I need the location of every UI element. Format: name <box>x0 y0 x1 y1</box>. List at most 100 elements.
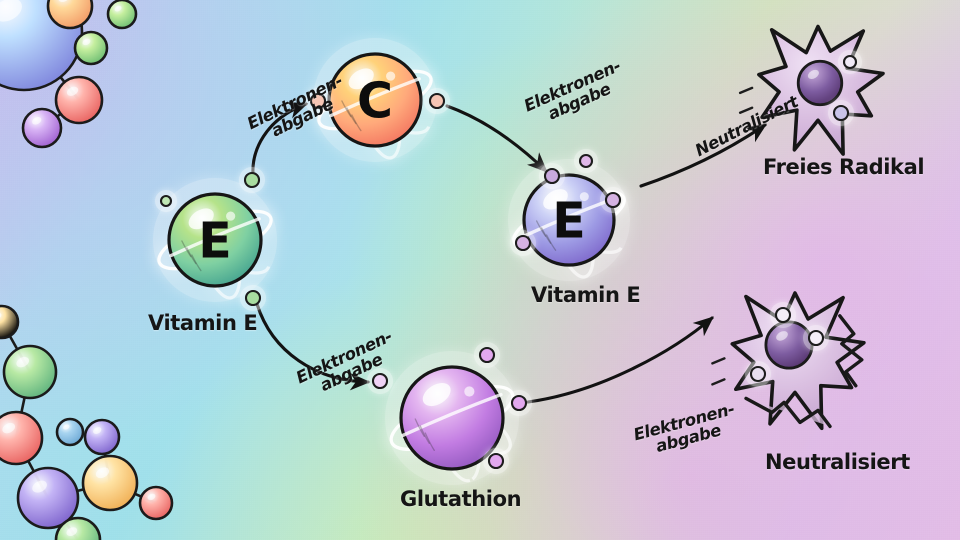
arrow-flow-e-to-glutathion <box>255 302 371 391</box>
sphere-sheen <box>401 392 503 438</box>
radical-core <box>796 59 844 107</box>
atom-highlight <box>66 527 78 537</box>
sphere-highlight-dot <box>226 211 236 221</box>
arrow-flow-glutathion-to-radical <box>526 316 714 404</box>
node-label-glutathion: Glutathion <box>400 487 522 511</box>
radical-shard-bottom <box>744 396 832 429</box>
sphere-shading <box>545 234 557 251</box>
sphere-shading <box>191 254 202 272</box>
sphere-highlight <box>543 189 568 210</box>
node-glutathion[interactable] <box>367 342 532 486</box>
electron-dot[interactable] <box>578 153 594 169</box>
molecule-atom <box>0 304 20 340</box>
decor-molecule-cluster <box>0 0 138 149</box>
flow-arrow-path <box>255 302 371 391</box>
decor-molecule-cluster <box>0 304 174 540</box>
electron-dot[interactable] <box>604 191 622 209</box>
atom-highlight <box>66 86 79 96</box>
node-label-neutralized-radical: Neutralisiert <box>765 450 910 474</box>
electron-dot[interactable] <box>543 167 561 185</box>
radical-core-highlight <box>807 69 819 79</box>
molecule-atom <box>81 454 139 512</box>
flow-arrow-path <box>639 123 768 188</box>
atom-highlight <box>82 38 91 46</box>
radical-spark <box>711 378 726 386</box>
node-vitamin-e-blue[interactable] <box>507 149 631 282</box>
node-label-vitamin-e-blue: Vitamin E <box>531 283 641 307</box>
sphere-shading <box>535 220 547 237</box>
sphere-shading <box>424 432 435 452</box>
sphere-sheen <box>169 217 261 258</box>
sphere-shading <box>351 114 362 132</box>
radical-core-highlight <box>776 331 788 341</box>
molecule-atom <box>21 107 63 149</box>
molecule-atom <box>46 0 94 30</box>
node-label-free-radical: Freies Radikal <box>763 155 925 179</box>
electron-dot[interactable] <box>428 92 446 110</box>
sphere-letter-vitamin-e-blue: E <box>552 192 586 250</box>
flow-arrow-path <box>445 104 548 173</box>
atom-highlight <box>32 116 42 125</box>
electron-dot[interactable] <box>371 372 389 390</box>
electron-dot[interactable] <box>478 346 496 364</box>
atom-highlight <box>63 424 70 430</box>
molecule-atom <box>83 418 121 456</box>
atom-highlight <box>95 467 110 479</box>
sphere-highlight-dot <box>386 71 396 81</box>
atom-highlight <box>32 480 47 493</box>
arrow-flow-neutralisiert <box>639 123 768 188</box>
sphere-shading <box>181 240 192 258</box>
radical-spark <box>711 357 726 365</box>
electron-dot[interactable] <box>774 306 792 324</box>
sphere-highlight <box>188 208 214 230</box>
sphere-letter-vitamin-c: C <box>357 72 393 130</box>
sphere-shading <box>341 100 352 118</box>
flow-arrow-path <box>526 316 714 404</box>
node-vitamin-c[interactable] <box>305 37 450 163</box>
sphere-highlight <box>422 382 451 407</box>
molecule-atom <box>73 30 109 66</box>
sphere-shading <box>419 425 430 445</box>
electron-dot[interactable] <box>842 54 858 70</box>
atom-highlight <box>2 422 16 434</box>
sphere-sheen <box>329 77 421 118</box>
atom-highlight <box>16 356 30 368</box>
arrow-flow-c-to-e-blue <box>445 104 548 173</box>
sphere-highlight-dot <box>579 192 589 202</box>
radical-shard-right <box>838 314 864 388</box>
node-label-vitamin-e-green: Vitamin E <box>148 311 258 335</box>
electron-dot[interactable] <box>832 104 850 122</box>
sphere-shading <box>540 227 552 244</box>
electron-dot[interactable] <box>159 194 173 208</box>
node-free-radical[interactable] <box>738 24 885 156</box>
molecule-atom <box>106 0 138 30</box>
sphere-shading <box>186 247 197 265</box>
molecule-atom <box>2 344 58 400</box>
electron-dot[interactable] <box>510 394 528 412</box>
radical-spark <box>738 106 754 114</box>
sphere-highlight <box>348 68 374 90</box>
molecule-atom <box>55 417 85 447</box>
electron-dot[interactable] <box>807 329 825 347</box>
electron-dot[interactable] <box>244 289 262 307</box>
electron-dot[interactable] <box>243 171 261 189</box>
sphere-shading <box>414 418 425 438</box>
electron-dot[interactable] <box>487 452 505 470</box>
atom-highlight <box>114 5 122 12</box>
molecule-atom <box>54 75 104 125</box>
node-vitamin-e-green[interactable] <box>152 167 278 311</box>
molecule-atom <box>16 466 80 530</box>
sphere-shading <box>346 107 357 125</box>
electron-dot[interactable] <box>514 234 532 252</box>
electron-dot[interactable] <box>309 92 327 110</box>
atom-highlight <box>0 0 22 22</box>
electron-dot[interactable] <box>749 365 767 383</box>
radical-spark <box>738 86 754 95</box>
node-neutralized-radical[interactable] <box>711 291 866 431</box>
sphere-letter-vitamin-e-green: E <box>198 212 232 270</box>
atom-highlight <box>147 493 156 501</box>
